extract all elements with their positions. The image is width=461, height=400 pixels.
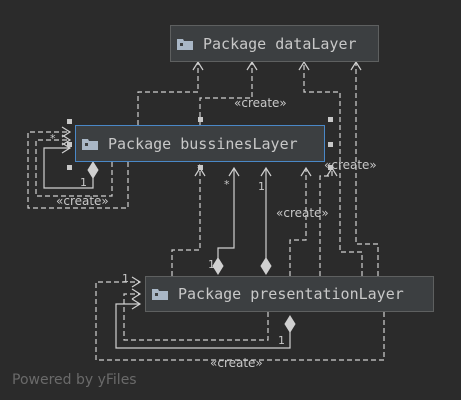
arrowhead-business-bottom-2 <box>228 166 240 177</box>
edge-presentation-to-data-create[interactable] <box>355 62 379 276</box>
arrowhead-business-bottom-4 <box>300 166 312 177</box>
selection-handle-br[interactable] <box>328 165 333 170</box>
arrowhead-data-1 <box>192 60 204 71</box>
edge-presentation-to-business-1[interactable] <box>217 168 235 258</box>
arrowhead-presentation-left-2 <box>131 288 142 300</box>
node-presentation-layer[interactable]: Package presentationLayer <box>145 276 434 312</box>
selection-handle-tm[interactable] <box>198 117 203 122</box>
folder-icon <box>177 38 193 50</box>
multiplicity-star: * <box>197 162 203 175</box>
node-business-layer[interactable]: Package bussinesLayer <box>75 125 325 162</box>
multiplicity-one: 1 <box>122 272 129 285</box>
folder-icon <box>152 289 168 300</box>
node-data-layer[interactable]: Package dataLayer <box>170 25 379 62</box>
arrowhead-presentation-left-1 <box>131 276 142 288</box>
edge-business-self-loop-mid[interactable] <box>35 139 113 197</box>
arrowhead-data-2 <box>246 60 258 71</box>
edge-presentation-to-data-create-2[interactable] <box>303 62 363 276</box>
selection-handle-bm[interactable] <box>198 165 203 170</box>
arrowhead-business-bottom-3 <box>260 166 272 177</box>
selection-handle-bl[interactable] <box>67 165 72 170</box>
edge-label-create: «create» <box>210 356 263 370</box>
arrowhead-business-left-1 <box>61 126 72 138</box>
edge-business-self-loop-outer[interactable] <box>27 131 129 209</box>
node-label: Package presentationLayer <box>178 285 404 303</box>
watermark: Powered by yFiles <box>12 372 137 388</box>
multiplicity-star: * <box>224 178 230 191</box>
diamond-presentation-self <box>284 315 296 333</box>
node-label: Package dataLayer <box>203 34 357 53</box>
diamond-business-self <box>87 161 99 179</box>
node-label: Package bussinesLayer <box>108 134 298 153</box>
multiplicity-one: 1 <box>208 258 215 271</box>
arrowhead-presentation-left-3 <box>131 298 142 310</box>
selection-handle-mr[interactable] <box>328 142 333 147</box>
folder-icon <box>82 138 98 150</box>
edge-business-to-data-create-2[interactable] <box>199 62 253 125</box>
edge-label-create: «create» <box>56 194 109 208</box>
multiplicity-one: 1 <box>258 180 265 193</box>
selection-handle-tr[interactable] <box>328 117 333 122</box>
arrowhead-business-left-2 <box>61 134 72 146</box>
edge-presentation-self-loop-mid[interactable] <box>123 293 269 341</box>
diamond-presentation-1 <box>212 257 224 275</box>
arrowhead-data-3 <box>298 60 310 71</box>
arrowhead-business-left-3 <box>61 142 72 154</box>
multiplicity-one: 1 <box>278 334 285 347</box>
multiplicity-star: * <box>50 132 56 145</box>
edge-business-to-data-create-1[interactable] <box>137 62 199 125</box>
edge-label-create: «create» <box>276 206 329 220</box>
selection-handle-tl[interactable] <box>67 119 72 124</box>
edge-label-create: «create» <box>234 96 287 110</box>
selection-handle-ml[interactable] <box>67 142 72 147</box>
multiplicity-one: 1 <box>80 176 87 189</box>
edge-presentation-self-loop-outer[interactable] <box>95 281 385 361</box>
edge-business-self-loop-inner[interactable] <box>43 147 94 189</box>
arrowhead-data-4 <box>350 60 362 71</box>
edge-presentation-to-business-create-1[interactable] <box>171 168 201 276</box>
edge-presentation-to-business-create-2[interactable] <box>289 168 307 276</box>
edge-label-create: «create» <box>324 158 377 172</box>
diamond-presentation-2 <box>260 257 272 275</box>
edge-presentation-to-business-create-3[interactable] <box>319 168 333 276</box>
